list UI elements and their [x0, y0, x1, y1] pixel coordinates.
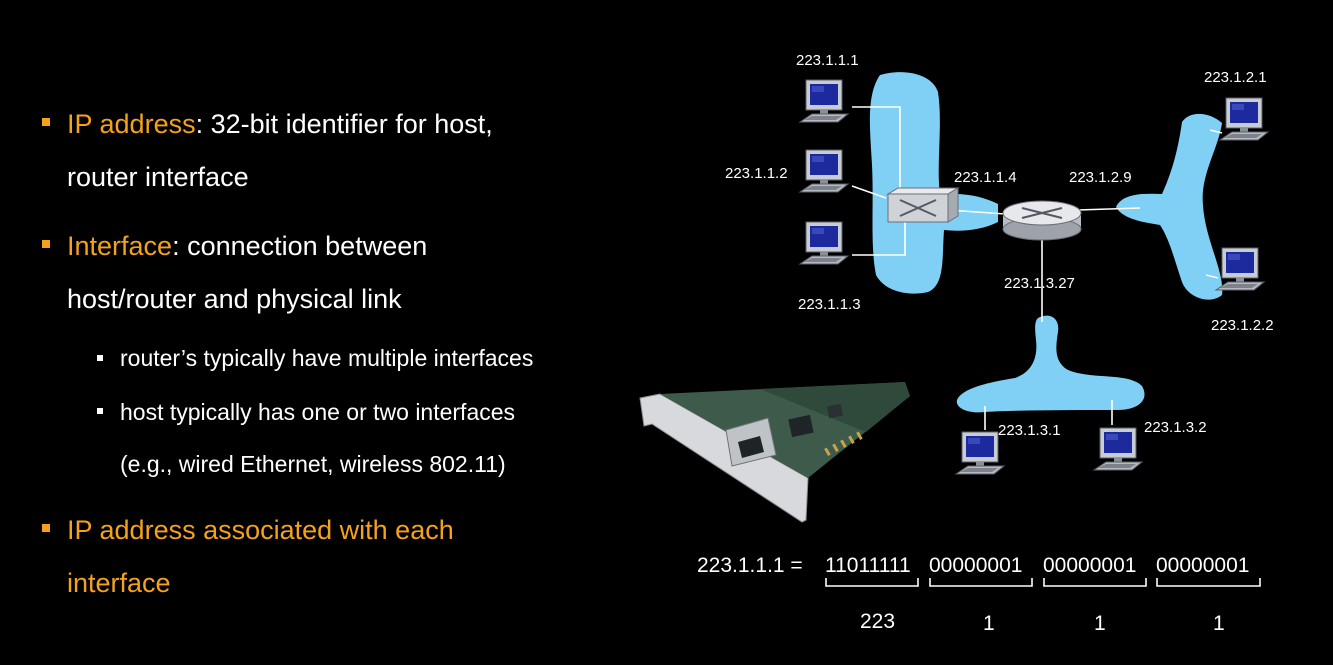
binary-breakdown: 223.1.1.1 = 11011111 00000001 00000001 0…: [697, 554, 1261, 635]
bullet-3-line-1: IP address associated with each: [67, 515, 454, 545]
bullet-2-line-1: Interface: connection between: [67, 233, 427, 260]
bullet-3-line-2: interface: [67, 568, 171, 598]
bullet-1-line-2: router interface: [67, 162, 249, 192]
ip-label-223-1-1-1: 223.1.1.1: [796, 52, 859, 69]
host-computer-icon: [799, 149, 849, 193]
network-interface-card-image: [639, 382, 910, 523]
subbullet-marker: [97, 355, 103, 361]
subbullet-2-line-2: (e.g., wired Ethernet, wireless 802.11): [120, 451, 506, 477]
bullet-marker: [42, 118, 50, 126]
subnet-2-shape: [1116, 113, 1223, 300]
bullet-list: IP address: 32-bit identifier for host, …: [0, 0, 640, 665]
bullet-1-term: IP address: [67, 109, 196, 139]
host-computer-icon: [799, 221, 849, 265]
host-computer-icon: [1093, 427, 1143, 471]
bullet-1-line-1: IP address: 32-bit identifier for host,: [67, 111, 493, 138]
ip-label-223-1-3-1: 223.1.3.1: [998, 422, 1061, 439]
subbullet-marker: [97, 408, 103, 414]
binary-left-address: 223.1.1.1 =: [697, 554, 803, 577]
ip-label-223-1-1-2: 223.1.1.2: [725, 165, 788, 182]
router-icon: [1002, 200, 1082, 241]
binary-octet-1: 11011111: [825, 554, 911, 577]
host-computer-icon: [955, 431, 1005, 475]
host-computer-icon: [1215, 247, 1265, 291]
subbullet-1: router’s typically have multiple interfa…: [120, 345, 534, 371]
decimal-octet-4: 1: [1213, 612, 1225, 635]
switch-icon: [886, 187, 960, 223]
bullet-marker: [42, 240, 50, 248]
binary-octet-2: 00000001: [929, 554, 1022, 577]
ip-label-223-1-3-2: 223.1.3.2: [1144, 419, 1207, 436]
ip-label-223-1-1-3: 223.1.1.3: [798, 296, 861, 313]
bullet-2-text: : connection between: [172, 231, 428, 261]
binary-octet-4: 00000001: [1156, 554, 1249, 577]
decimal-octet-1: 223: [860, 610, 895, 633]
bullet-2-line-2: host/router and physical link: [67, 284, 402, 314]
subnet-3-shape: [956, 315, 1145, 413]
bullet-1-text: : 32-bit identifier for host,: [195, 109, 493, 139]
bullet-2-term: Interface: [67, 231, 173, 261]
ip-label-223-1-2-9: 223.1.2.9: [1069, 169, 1132, 186]
bullet-marker: [42, 524, 50, 532]
ip-label-223-1-2-2: 223.1.2.2: [1211, 317, 1274, 334]
ip-label-223-1-3-27: 223.1.3.27: [1004, 275, 1075, 292]
ip-label-223-1-1-4: 223.1.1.4: [954, 169, 1017, 186]
decimal-octet-2: 1: [983, 612, 995, 635]
binary-octet-3: 00000001: [1043, 554, 1136, 577]
octet-braces: [825, 578, 1261, 587]
ip-label-223-1-2-1: 223.1.2.1: [1204, 69, 1267, 86]
host-computer-icon: [1219, 97, 1269, 141]
decimal-octet-3: 1: [1094, 612, 1106, 635]
subnet-1-shape: [869, 72, 998, 294]
host-computer-icon: [799, 79, 849, 123]
link-lines: [851, 106, 1223, 430]
subbullet-2-line-1: host typically has one or two interfaces: [120, 399, 516, 425]
